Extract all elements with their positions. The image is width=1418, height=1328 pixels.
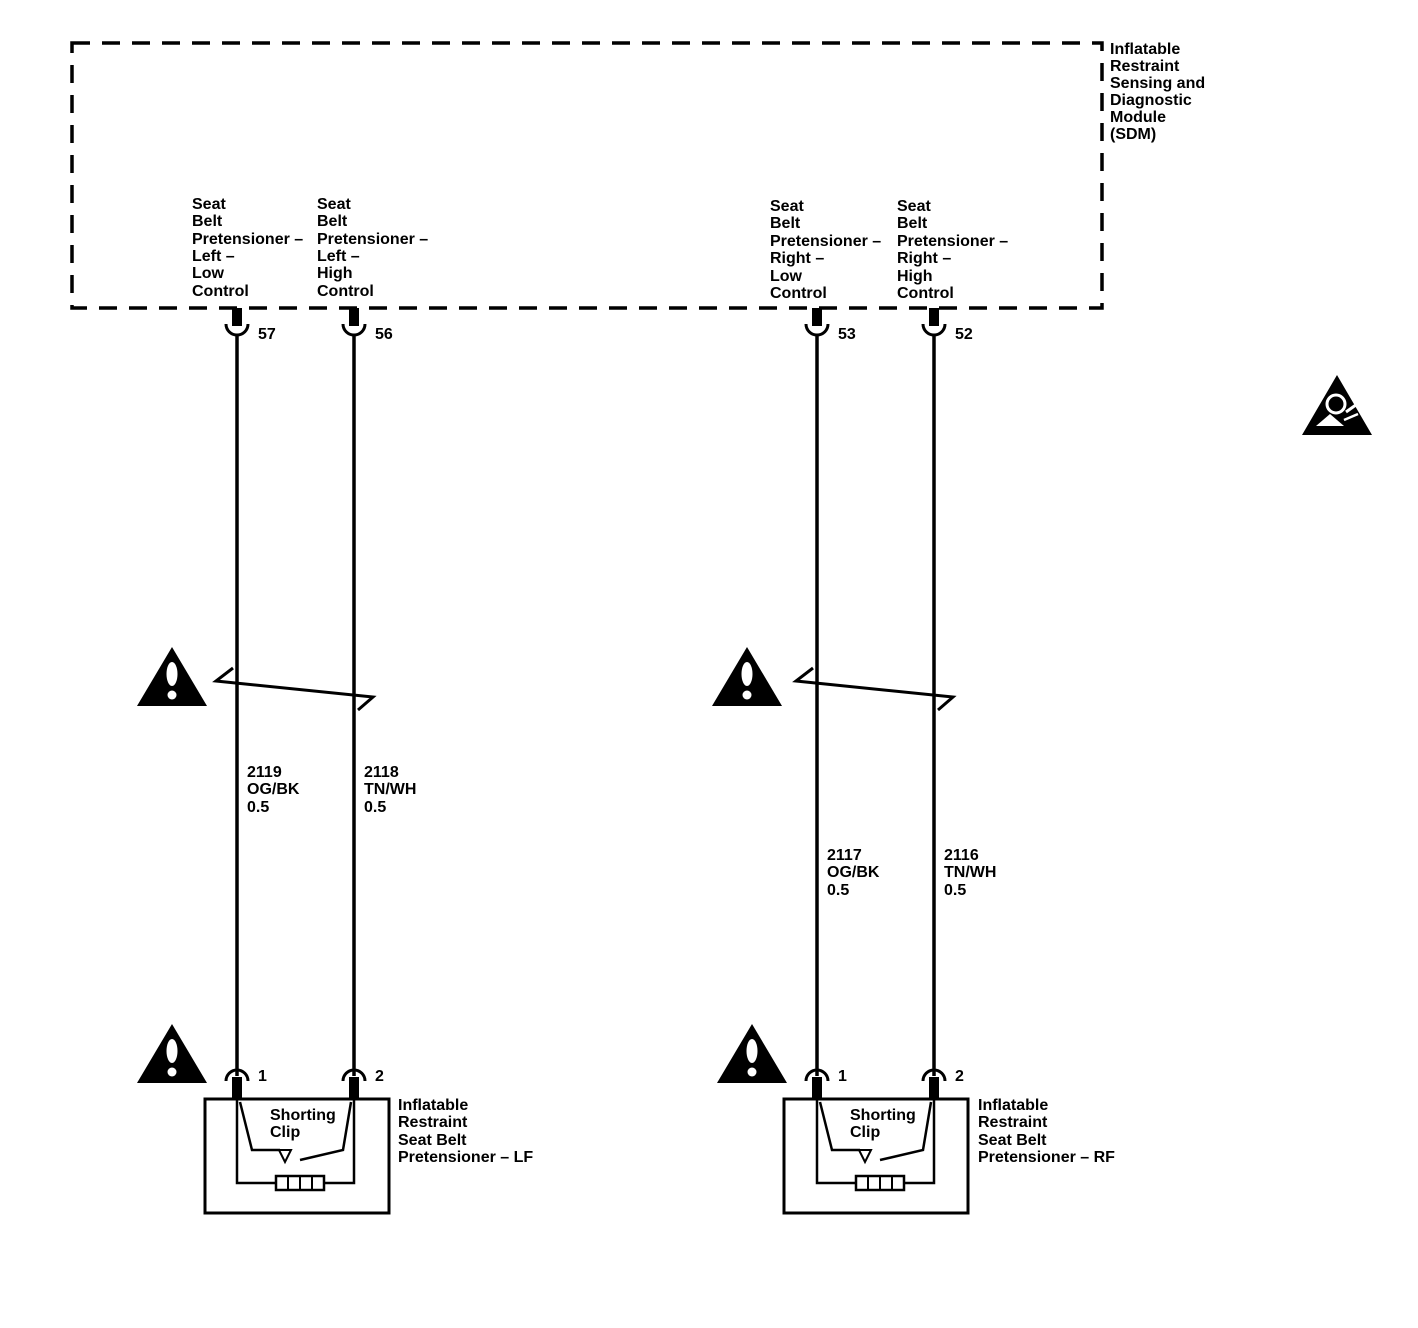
device-name-lf: Inflatable Restraint Seat Belt Pretensio… xyxy=(398,1097,533,1166)
sdm-module-name: Inflatable Restraint Sensing and Diagnos… xyxy=(1110,41,1210,143)
pin-number-56: 56 xyxy=(375,326,393,343)
wire-label-2119: 2119 OG/BK 0.5 xyxy=(247,764,304,816)
device-terminal-lf-2 xyxy=(341,1068,367,1099)
device-pin-number: 2 xyxy=(955,1068,964,1085)
device-name-rf: Inflatable Restraint Seat Belt Pretensio… xyxy=(978,1097,1115,1166)
circuit-label-right-low: Seat Belt Pretensioner – Right – Low Con… xyxy=(770,198,886,302)
circuit-label-left-high: Seat Belt Pretensioner – Left – High Con… xyxy=(317,196,433,300)
sdm-terminal-56 xyxy=(341,308,367,337)
pin-number-57: 57 xyxy=(258,326,276,343)
caution-triangle-icon xyxy=(137,1024,207,1083)
wire-label-2117: 2117 OG/BK 0.5 xyxy=(827,847,884,899)
caution-triangle-icon xyxy=(717,1024,787,1083)
sdm-terminal-52 xyxy=(921,308,947,337)
circuit-label-left-low: Seat Belt Pretensioner – Left – Low Cont… xyxy=(192,196,308,300)
shorting-clip-label: Shorting Clip xyxy=(270,1107,340,1141)
wire-label-2118: 2118 TN/WH 0.5 xyxy=(364,764,421,816)
sdm-module-outline xyxy=(70,41,1104,310)
pin-number-53: 53 xyxy=(838,326,856,343)
sdm-terminal-57 xyxy=(224,308,250,337)
airbag-warning-icon xyxy=(1302,375,1372,435)
pin-number-52: 52 xyxy=(955,326,973,343)
device-terminal-rf-2 xyxy=(921,1068,947,1099)
pretensioner-device-rf xyxy=(782,1097,970,1215)
twisted-pair-mark-right xyxy=(792,666,957,712)
shorting-clip-label: Shorting Clip xyxy=(850,1107,920,1141)
device-terminal-rf-1 xyxy=(804,1068,830,1099)
wire-label-2116: 2116 TN/WH 0.5 xyxy=(944,847,1001,899)
circuit-label-right-high: Seat Belt Pretensioner – Right – High Co… xyxy=(897,198,1013,302)
device-pin-number: 2 xyxy=(375,1068,384,1085)
sdm-terminal-53 xyxy=(804,308,830,337)
device-terminal-lf-1 xyxy=(224,1068,250,1099)
caution-triangle-icon xyxy=(137,647,207,706)
pretensioner-device-lf xyxy=(203,1097,391,1215)
twisted-pair-mark-left xyxy=(212,666,377,712)
device-pin-number: 1 xyxy=(258,1068,267,1085)
caution-triangle-icon xyxy=(712,647,782,706)
device-pin-number: 1 xyxy=(838,1068,847,1085)
